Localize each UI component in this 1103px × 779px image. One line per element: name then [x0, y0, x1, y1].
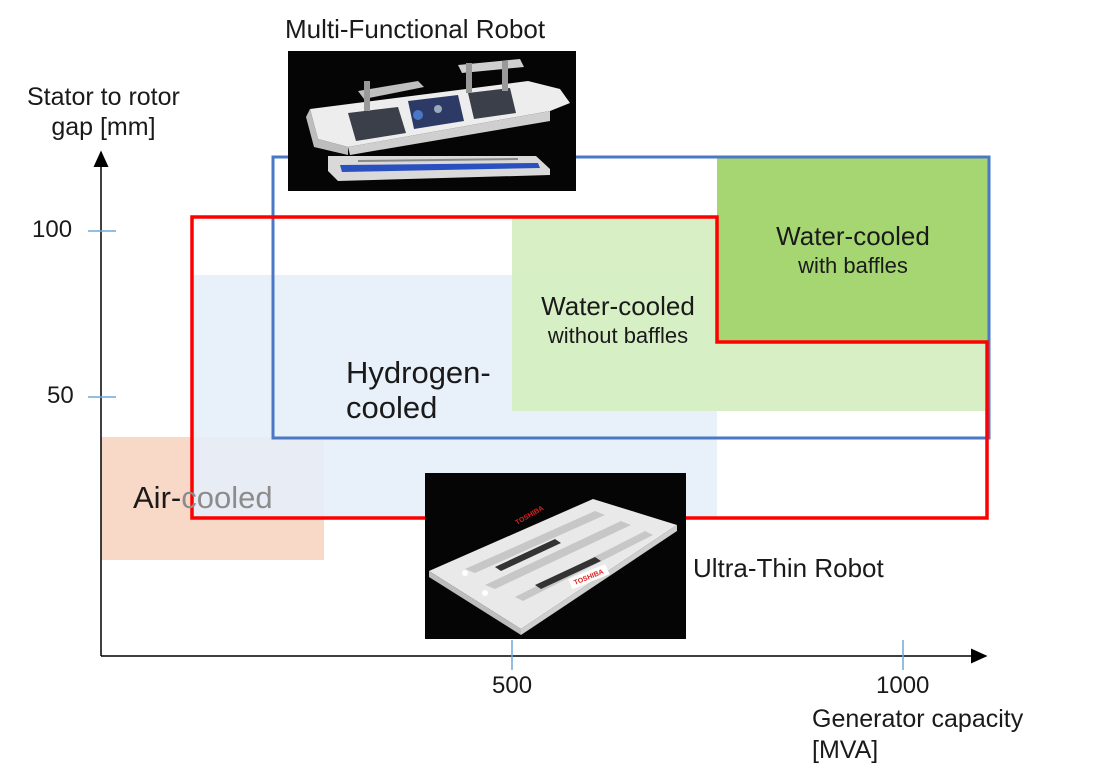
multi-functional-robot-photo — [288, 51, 576, 191]
hydrogen-cooled-label-line2: cooled — [346, 389, 438, 425]
water-without-line2: without baffles — [547, 323, 689, 349]
water-with-line2: with baffles — [798, 253, 908, 279]
multi-functional-robot-title: Multi-Functional Robot — [285, 14, 546, 44]
multi-functional-robot-range — [271, 155, 991, 440]
y-axis-title-line1: Stator to rotor — [27, 83, 180, 111]
water-cooled-with-baffles-region — [717, 157, 989, 342]
y-tick-label-50: 50 — [47, 382, 74, 409]
y-axis-title: Stator to rotor gap [mm] — [27, 84, 180, 141]
ultra-thin-robot-photo: TOSHIBA TOSHIBA — [425, 473, 686, 639]
x-tick-label-1000: 1000 — [876, 672, 930, 699]
ultra-thin-robot-title: Ultra-Thin Robot — [693, 553, 884, 583]
hydrogen-cooled-label-line1: Hydrogen- — [346, 355, 491, 390]
air-cooled-label-part2: cooled — [181, 480, 273, 515]
ultra-thin-robot-icon: TOSHIBA TOSHIBA — [425, 473, 686, 639]
multi-functional-robot-icon — [288, 51, 576, 191]
y-tick-label-100: 100 — [32, 216, 73, 243]
water-cooled-with-baffles-label: Water-cooled with baffles — [745, 221, 961, 279]
water-without-line1: Water-cooled — [541, 291, 695, 321]
ultra-thin-robot-range — [190, 215, 989, 520]
y-axis-title-line2: gap [mm] — [51, 113, 156, 142]
x-axis-title-line2: [MVA] — [812, 736, 879, 765]
x-axis-title: Generator capacity [MVA] — [812, 706, 1023, 764]
air-cooled-label: Air-cooled — [133, 480, 273, 515]
water-cooled-without-baffles-label: Water-cooled without baffles — [514, 291, 722, 349]
water-with-line1: Water-cooled — [776, 221, 930, 251]
x-tick-label-500: 500 — [492, 672, 533, 699]
hydrogen-cooled-label: Hydrogen- cooled — [346, 355, 491, 425]
x-axis-title-line1: Generator capacity — [812, 705, 1024, 733]
air-cooled-label-part1: Air- — [133, 480, 182, 515]
